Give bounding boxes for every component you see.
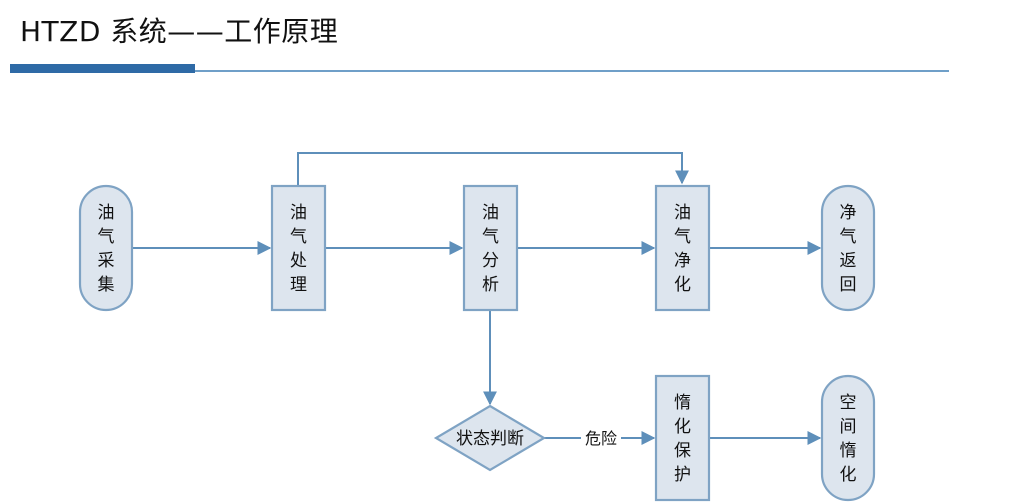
node-process-shape: [270, 184, 327, 312]
node-judge: 状态判断: [433, 404, 547, 472]
node-purify: 油气净化: [654, 184, 711, 312]
node-analyze: 油气分析: [462, 184, 519, 312]
edge-label-background: [581, 427, 621, 449]
node-space-label: 空间惰化: [840, 393, 857, 485]
node-inert: 惰化保护: [654, 374, 711, 502]
node-purify-label: 油气净化: [674, 203, 691, 295]
node-collect-label: 油气采集: [98, 203, 115, 295]
node-process: 油气处理: [270, 184, 327, 312]
edge-process-to-purify: [297, 152, 689, 186]
node-analyze-label: 油气分析: [482, 203, 499, 295]
edge-label-judge-to-inert: 危险: [585, 429, 617, 448]
node-judge-label: 状态判断: [456, 429, 524, 449]
title-underline-accent: [10, 64, 195, 73]
node-return: 净气返回: [820, 184, 876, 312]
node-judge-shape: [433, 404, 547, 472]
page-title: HTZD 系统——工作原理: [20, 15, 339, 48]
node-collect: 油气采集: [78, 184, 134, 312]
node-inert-label: 惰化保护: [674, 393, 691, 485]
node-space: 空间惰化: [820, 374, 876, 502]
title-underline: [195, 70, 949, 72]
node-inert-shape: [654, 374, 711, 502]
node-collect-shape: [78, 184, 134, 312]
node-process-label: 油气处理: [290, 203, 307, 295]
node-purify-shape: [654, 184, 711, 312]
node-return-label: 净气返回: [840, 203, 857, 295]
node-space-shape: [820, 374, 876, 502]
node-analyze-shape: [462, 184, 519, 312]
node-return-shape: [820, 184, 876, 312]
